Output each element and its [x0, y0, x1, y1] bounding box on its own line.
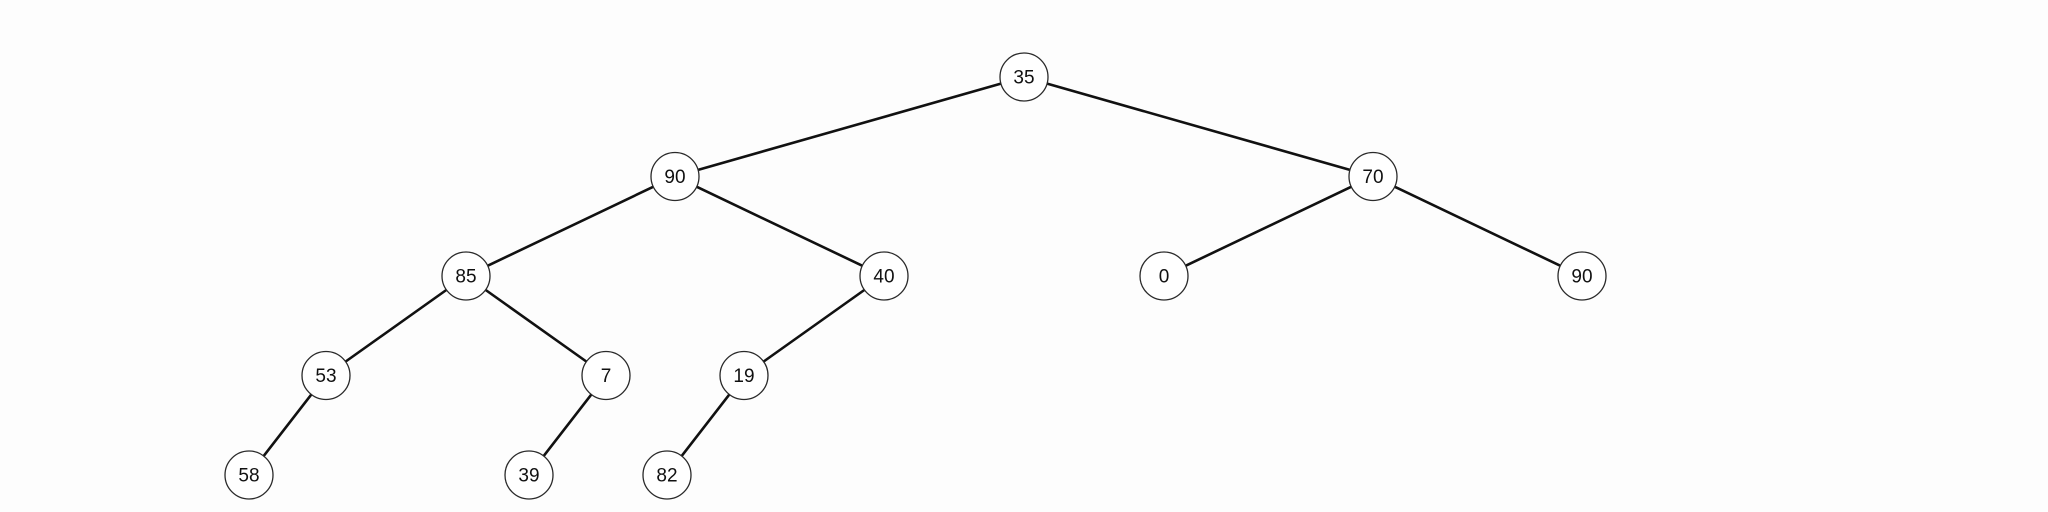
tree-edges [262, 82, 1561, 457]
tree-node-left-left-right: 7 [581, 350, 631, 401]
tree-node-value: 39 [518, 466, 539, 487]
tree-edge-right-to-right-right [1394, 185, 1561, 267]
tree-node-left: 90 [650, 151, 700, 202]
tree-node-value: 7 [601, 366, 612, 387]
tree-node-value: 19 [733, 366, 754, 387]
tree-node-value: 58 [238, 466, 259, 487]
tree-node-left-right-left: 19 [719, 350, 769, 401]
tree-node-value: 85 [455, 267, 476, 288]
tree-node-value: 0 [1159, 267, 1170, 288]
tree-node-circle [642, 450, 692, 500]
tree-edge-left-right-to-left-right-left [763, 289, 865, 363]
tree-node-value: 53 [315, 366, 336, 387]
tree-node-left-right: 40 [859, 251, 909, 301]
tree-edge-left-left-right-to-left-left-right-left [542, 393, 593, 457]
tree-node-circle [1139, 251, 1189, 301]
tree-node-left-left-right-left: 39 [504, 450, 554, 500]
tree-node-value: 35 [1013, 68, 1034, 89]
tree-node-left-right-left-left: 82 [642, 450, 692, 500]
tree-node-circle [650, 151, 700, 202]
tree-edge-root-to-right [1046, 82, 1351, 171]
tree-node-circle [581, 350, 631, 401]
tree-node-value: 82 [656, 466, 677, 487]
tree-node-right-left: 0 [1139, 251, 1189, 301]
tree-edge-left-right-left-to-left-right-left-left [680, 393, 731, 457]
tree-edge-left-to-left-right [696, 185, 863, 267]
tree-node-right-right: 90 [1557, 251, 1607, 301]
tree-node-circle [504, 450, 554, 500]
tree-edge-left-left-left-to-left-left-left-left [262, 393, 313, 457]
tree-node-circle [301, 350, 351, 401]
tree-node-right: 70 [1348, 151, 1398, 202]
tree-edge-left-to-left-left [487, 185, 654, 267]
tree-edge-root-to-left [697, 82, 1002, 171]
tree-node-circle [859, 251, 909, 301]
tree-node-circle [999, 52, 1049, 102]
tree-node-left-left-left-left: 58 [224, 450, 274, 500]
tree-node-root: 35 [999, 52, 1049, 102]
tree-node-circle [1557, 251, 1607, 301]
tree-node-circle [719, 350, 769, 401]
tree-edge-right-to-right-left [1185, 185, 1352, 267]
tree-node-left-left: 85 [441, 251, 491, 301]
tree-node-circle [1348, 151, 1398, 202]
tree-node-value: 90 [1571, 267, 1592, 288]
tree-node-circle [224, 450, 274, 500]
tree-node-value: 90 [664, 167, 685, 188]
tree-edge-left-left-to-left-left-left [345, 289, 447, 363]
tree-node-value: 70 [1362, 167, 1383, 188]
tree-node-circle [441, 251, 491, 301]
tree-node-value: 40 [873, 267, 894, 288]
tree-edge-left-left-to-left-left-right [485, 289, 587, 363]
tree-nodes: 35 90 85 53 58 7 39 40 19 82 70 0 90 [224, 52, 1607, 500]
tree-node-left-left-left: 53 [301, 350, 351, 401]
